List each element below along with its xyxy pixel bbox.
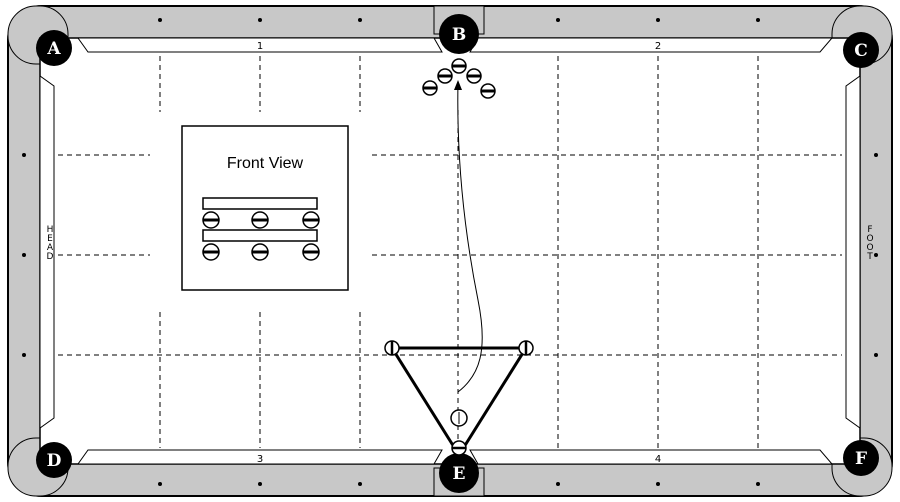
pocket-a-label: A [46, 39, 61, 59]
pocket-a: A [36, 30, 72, 66]
shot-arrowhead [454, 80, 462, 90]
pocket-b: B [439, 14, 479, 54]
rail-diamonds [22, 18, 878, 486]
rack-triangle [384, 340, 534, 456]
rail-number-2: 2 [655, 41, 661, 52]
front-view-balls [202, 211, 320, 261]
shot-path [457, 81, 483, 393]
cushion-bottom-left [77, 449, 443, 465]
front-view-rack-bottom [202, 229, 318, 242]
pocket-d-label: D [47, 451, 62, 471]
front-view-title: Front View [227, 155, 304, 172]
rail-number-4: 4 [655, 454, 661, 465]
cushion-foot [845, 75, 861, 429]
playing-surface [39, 37, 861, 465]
cushion-bottom-right [469, 449, 834, 465]
cue-ball [450, 409, 468, 427]
cushion-head [39, 75, 55, 429]
cushion-top-right [469, 37, 834, 53]
cushion-top-left [77, 37, 443, 53]
pocket-f: F [843, 440, 879, 476]
front-view-panel: Front View [181, 125, 349, 291]
pocket-e: E [439, 453, 479, 493]
pocket-c-label: C [854, 41, 868, 61]
pocket-b-label: B [452, 25, 466, 45]
pocket-d: D [36, 442, 72, 478]
front-view-rack-top [202, 197, 318, 210]
pocket-f-label: F [855, 449, 867, 469]
pocket-e-label: E [453, 464, 466, 484]
rail-number-1: 1 [257, 41, 263, 52]
rail-number-3: 3 [257, 454, 263, 465]
pocket-c: C [843, 32, 879, 68]
ball-cluster-top [422, 58, 496, 99]
